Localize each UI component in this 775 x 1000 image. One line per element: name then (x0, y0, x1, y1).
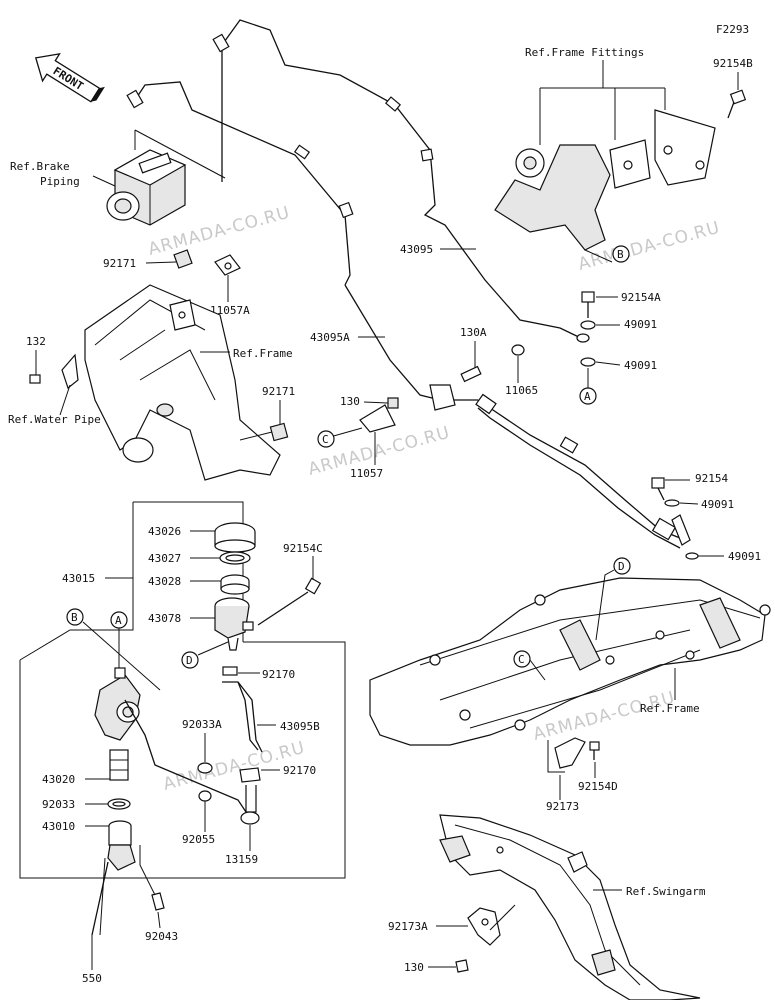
label-130A: 130A (460, 326, 487, 339)
label-43010: 43010 (42, 820, 75, 833)
label-130: 130 (404, 961, 424, 974)
label-92170: 92170 (283, 764, 316, 777)
label-92033A: 92033A (182, 718, 222, 731)
frame-fittings (494, 109, 716, 251)
banjo-lower (651, 477, 699, 560)
callout-a-letter: A (115, 614, 122, 627)
label-130: 130 (340, 395, 360, 408)
callout-a-letter: A (584, 390, 591, 403)
label-92173: 92173 (546, 800, 579, 813)
callout-d (613, 557, 631, 575)
bolt-132 (29, 374, 41, 384)
label-92043: 92043 (145, 930, 178, 943)
bracket-92173 (554, 737, 600, 769)
label-13159: 13159 (225, 853, 258, 866)
label-11065: 11065 (505, 384, 538, 397)
bolt-92154B (727, 89, 747, 119)
callout-d-letter: D (186, 654, 193, 667)
callout-a (110, 611, 128, 629)
label-92154D: 92154D (578, 780, 618, 793)
callout-c-letter: C (518, 653, 525, 666)
label-ref-water-pipe: Ref.Water Pipe (8, 413, 101, 426)
label-43015: 43015 (62, 572, 95, 585)
clamp-92171-lower (269, 422, 289, 442)
group-43015-bracket (19, 501, 346, 879)
callout-c (513, 650, 531, 668)
junction (344, 284, 525, 433)
label-550: 550 (82, 972, 102, 985)
callout-d-letter: D (618, 560, 625, 573)
swingarm (439, 814, 701, 1000)
label-43078: 43078 (148, 612, 181, 625)
label-92154: 92154 (695, 472, 728, 485)
abs-unit (106, 149, 187, 226)
o-rings (197, 762, 213, 802)
label-ref-frame: Ref.Frame (640, 702, 700, 715)
clip-92173A (455, 907, 501, 973)
screw-92154C (257, 577, 322, 626)
label-ref-swingarm: Ref.Swingarm (626, 885, 706, 898)
callout-b-letter: B (71, 611, 78, 624)
label-43095B: 43095B (280, 720, 320, 733)
label-43020: 43020 (42, 773, 75, 786)
brake-pipes (126, 19, 590, 343)
label-132: 132 (26, 335, 46, 348)
left-frame (61, 284, 281, 481)
label-49091: 49091 (701, 498, 734, 511)
callout-b (612, 245, 630, 263)
label-92171: 92171 (262, 385, 295, 398)
label-92173A: 92173A (388, 920, 428, 933)
label-43027: 43027 (148, 552, 181, 565)
label-43026: 43026 (148, 525, 181, 538)
label-11057A: 11057A (210, 304, 250, 317)
label-92154B: 92154B (713, 57, 753, 70)
label-43095: 43095 (400, 243, 433, 256)
label-49091: 49091 (624, 359, 657, 372)
label-92154A: 92154A (621, 291, 661, 304)
banjo-upper (580, 291, 596, 367)
label-11057: 11057 (350, 467, 383, 480)
callout-d (181, 651, 199, 669)
label-49091: 49091 (624, 318, 657, 331)
reservoir-parts (214, 522, 256, 651)
master-cylinder (91, 667, 247, 936)
callout-a (579, 387, 597, 405)
label-92154C: 92154C (283, 542, 323, 555)
label-92055: 92055 (182, 833, 215, 846)
label-92033: 92033 (42, 798, 75, 811)
label-92170: 92170 (262, 668, 295, 681)
front-arrow: FRONT (34, 52, 105, 103)
rear-frame (369, 577, 771, 746)
rear-brake-hose (477, 399, 686, 541)
label-ref-frame: Ref.Frame (233, 347, 293, 360)
callout-b-letter: B (617, 248, 624, 261)
callout-c (317, 430, 335, 448)
label-ref-brake-piping: Piping (40, 175, 80, 188)
label-ref-frame-fittings: Ref.Frame Fittings (525, 46, 644, 59)
reservoir-hose (222, 666, 263, 825)
label-43095A: 43095A (310, 331, 350, 344)
label-49091: 49091 (728, 550, 761, 563)
figure-code: F2293 (716, 23, 749, 36)
label-43028: 43028 (148, 575, 181, 588)
label-92171: 92171 (103, 257, 136, 270)
label-ref-brake-piping: Ref.Brake (10, 160, 70, 173)
callout-b (66, 608, 84, 626)
callout-c-letter: C (322, 433, 329, 446)
clamp-92171 (173, 249, 241, 276)
